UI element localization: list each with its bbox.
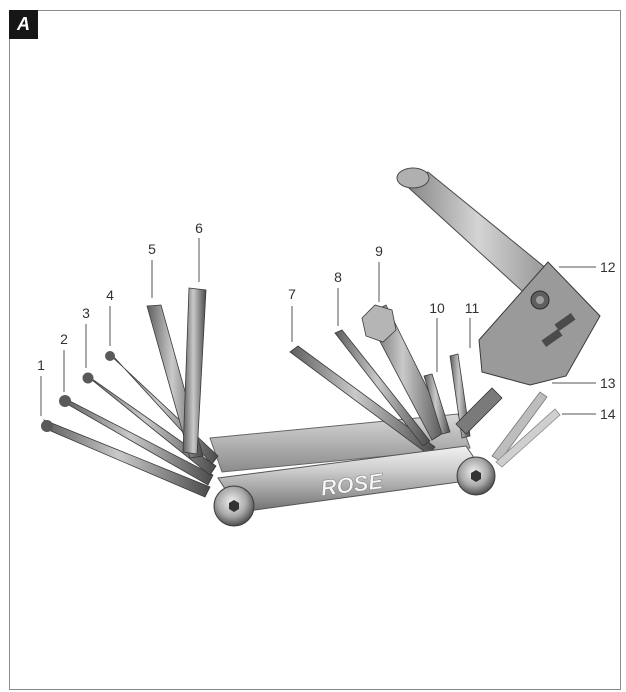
callout-13: 13 — [600, 375, 616, 391]
bit-1-tip — [41, 420, 53, 432]
bit-8-flat — [334, 329, 431, 447]
callout-8: 8 — [334, 269, 342, 285]
callout-2: 2 — [60, 331, 68, 347]
bit-2-tip — [59, 395, 71, 407]
left-bit-fan — [41, 287, 219, 498]
bit-6-hex — [182, 287, 207, 455]
bit-10-hex — [423, 373, 451, 435]
chain-tool-screw — [455, 387, 503, 435]
panel-letter-badge: A — [9, 10, 38, 39]
callout-10: 10 — [429, 300, 445, 316]
chain-tool-body — [478, 261, 601, 386]
callout-12: 12 — [600, 259, 616, 275]
callout-14: 14 — [600, 406, 616, 422]
key-13 — [491, 391, 548, 462]
callout-7: 7 — [288, 286, 296, 302]
right-bit-fan — [289, 304, 471, 456]
bit-4-tip — [105, 351, 115, 361]
callout-3: 3 — [82, 305, 90, 321]
chain-tool — [396, 167, 601, 435]
key-14 — [495, 408, 561, 468]
bit-9-hex-head — [361, 304, 397, 343]
callout-4: 4 — [106, 287, 114, 303]
callout-leaders — [40, 238, 596, 416]
callout-5: 5 — [148, 241, 156, 257]
callout-9: 9 — [375, 243, 383, 259]
callout-6: 6 — [195, 220, 203, 236]
bit-7-phillips — [289, 345, 436, 456]
callout-1: 1 — [37, 357, 45, 373]
callout-11: 11 — [465, 300, 480, 316]
bit-3-tip — [82, 372, 94, 384]
